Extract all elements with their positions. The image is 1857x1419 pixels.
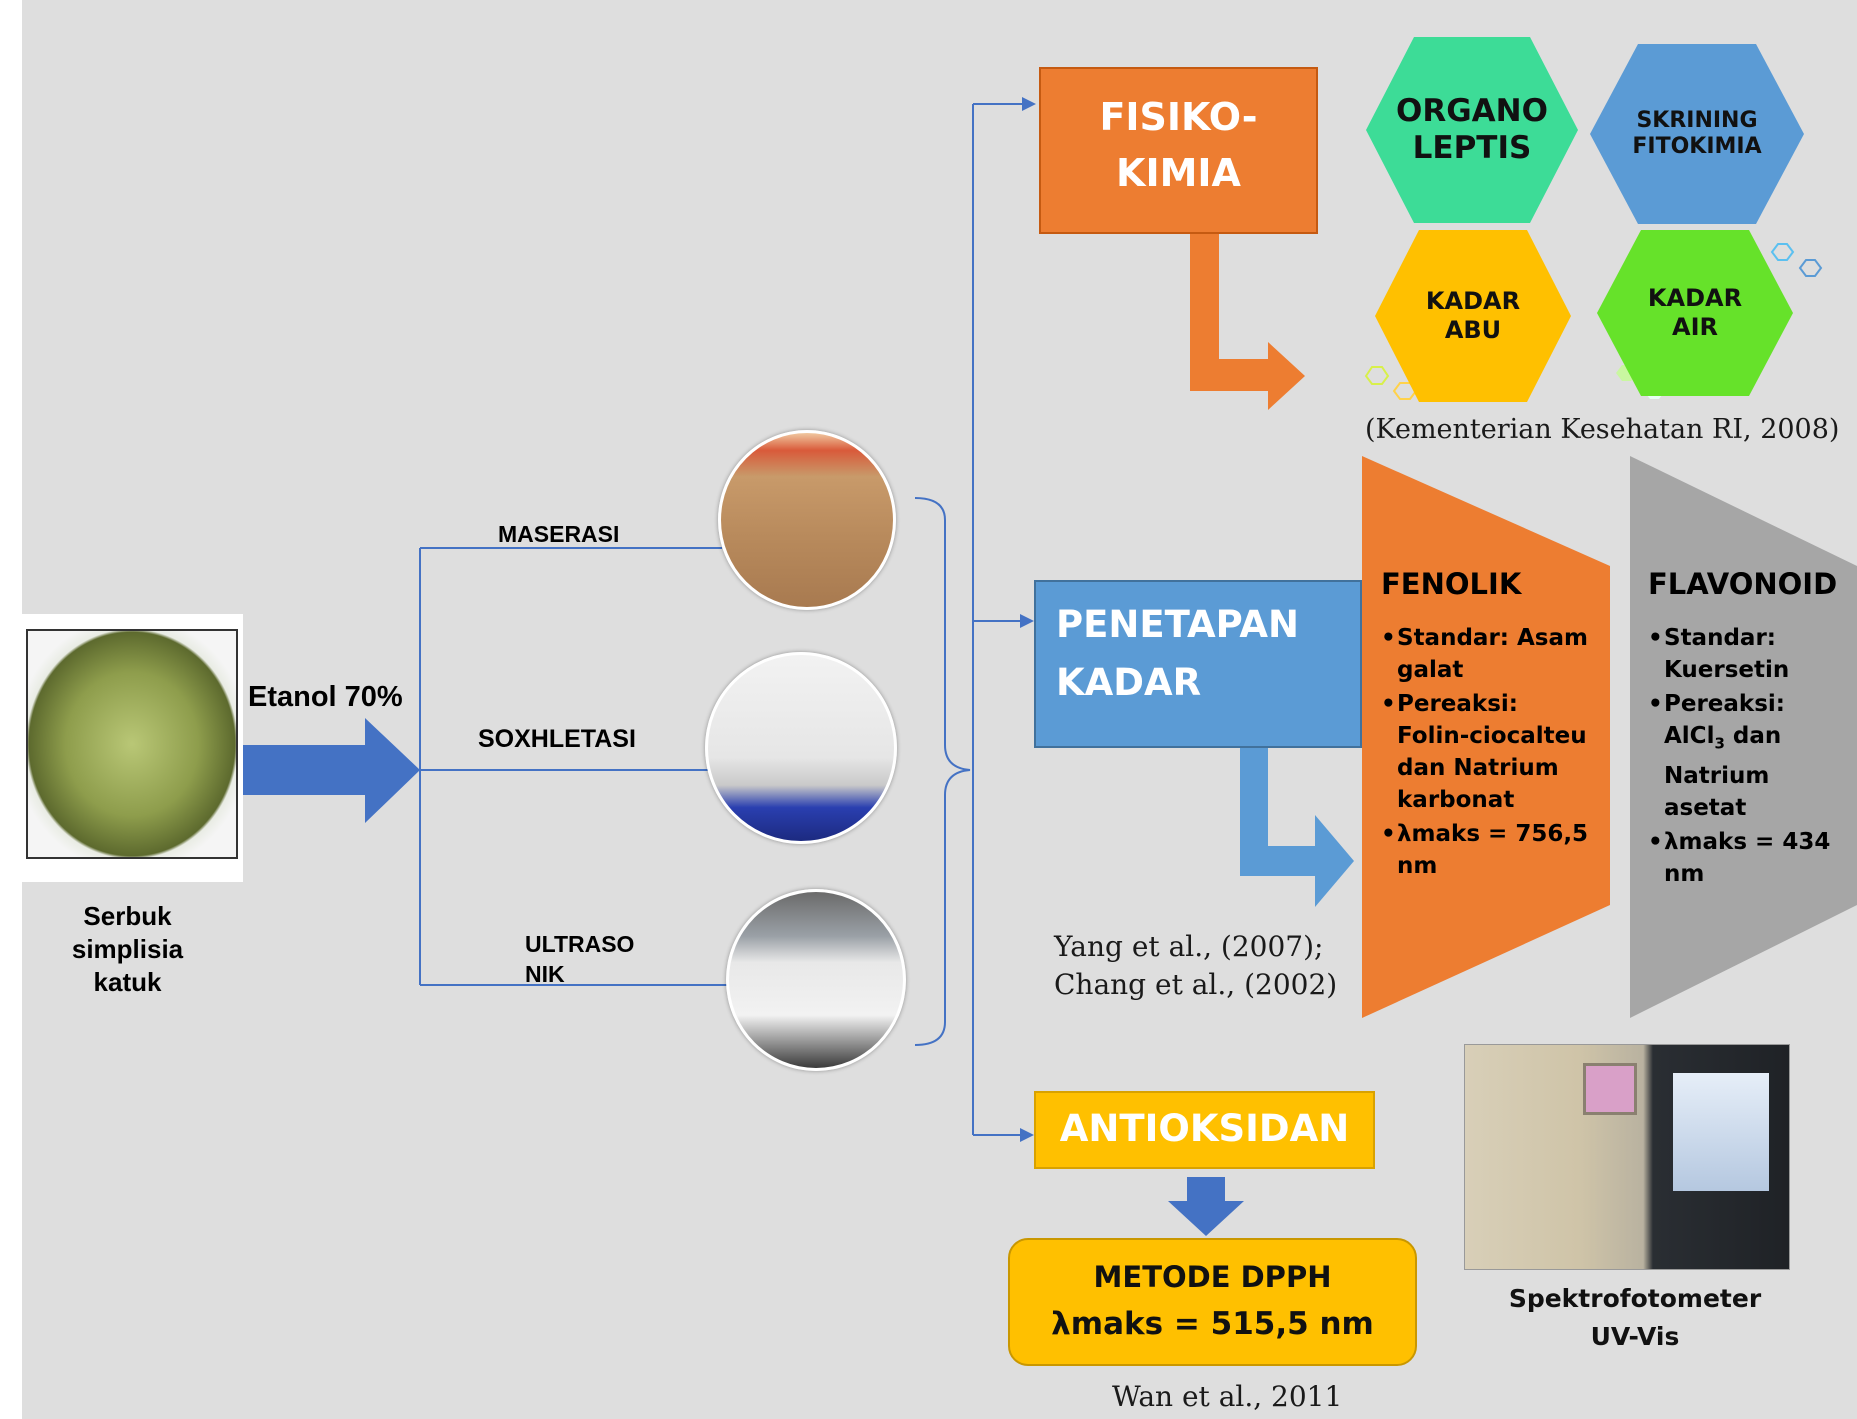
solvent-label: Etanol 70%	[248, 681, 403, 713]
deco-hex	[1798, 259, 1823, 277]
hex-organoleptis: ORGANO LEPTIS	[1366, 37, 1578, 223]
arrowhead-penetapan	[1020, 614, 1034, 628]
flavonoid-item: Pereaksi: AlCl3 dan Natrium asetat	[1648, 688, 1848, 824]
deco-hex	[1364, 366, 1390, 385]
sample-photo-frame	[22, 614, 243, 882]
penetapan-bent-arrow	[1240, 748, 1354, 907]
instrument-caption: Spektrofotometer UV-Vis	[1508, 1284, 1762, 1351]
penetapan-kadar-title: PENETAPAN KADAR	[1056, 603, 1299, 704]
spektrofotometer-photo	[1464, 1044, 1790, 1270]
metode-dpph-box: METODE DPPH λmaks = 515,5 nm	[1008, 1238, 1417, 1366]
arrowhead-antioksidan	[1020, 1128, 1034, 1142]
hex-kadar-air-label: KADAR AIR	[1647, 284, 1743, 341]
metode-dpph-title: METODE DPPH	[1093, 1260, 1332, 1294]
maserasi-photo	[718, 430, 896, 610]
fisikokimia-reference: (Kementerian Kesehatan RI, 2008)	[1365, 414, 1840, 445]
fenolik-item: λmaks = 756,5 nm	[1381, 818, 1596, 882]
instrument-display	[1583, 1063, 1637, 1115]
soxhletasi-photo	[705, 652, 897, 844]
sample-caption: Serbuk simplisia katuk	[71, 901, 184, 997]
hex-kadar-air: KADAR AIR	[1597, 230, 1793, 396]
sample-photo	[26, 629, 238, 859]
penetapan-reference: Yang et al., (2007); Chang et al., (2002…	[1054, 930, 1338, 1001]
fenolik-item: Standar: Asam galat	[1381, 622, 1596, 686]
flavonoid-item: Standar: Kuersetin	[1648, 622, 1848, 686]
method-label-ultrasonik: ULTRASO NIK	[525, 931, 635, 987]
hex-skrining-label: SKRINING FITOKIMIA	[1632, 107, 1762, 159]
arrowhead-fisikokimia	[1022, 97, 1036, 111]
fenolik-title: FENOLIK	[1381, 567, 1522, 601]
grouping-brace	[914, 497, 971, 1046]
antioksidan-reference: Wan et al., 2011	[1112, 1380, 1343, 1413]
antioksidan-box: ANTIOKSIDAN	[1034, 1091, 1375, 1169]
fisikokimia-bent-arrow	[1190, 233, 1305, 410]
hex-organoleptis-label: ORGANO LEPTIS	[1396, 92, 1548, 166]
hex-skrining-fitokimia: SKRINING FITOKIMIA	[1590, 44, 1804, 224]
fenolik-list: Standar: Asam galat Pereaksi: Folin-cioc…	[1381, 622, 1596, 884]
monitor-screen	[1673, 1073, 1769, 1191]
solvent-arrow	[243, 718, 420, 823]
flavonoid-title: FLAVONOID	[1648, 567, 1838, 601]
antioksidan-title: ANTIOKSIDAN	[1059, 1107, 1350, 1150]
hex-kadar-abu-label: KADAR ABU	[1425, 287, 1521, 344]
ultrasonik-photo	[726, 889, 906, 1071]
flavonoid-list: Standar: Kuersetin Pereaksi: AlCl3 dan N…	[1648, 622, 1848, 892]
fisikokimia-title: FISIKO- KIMIA	[1099, 95, 1258, 195]
method-label-soxhletasi: SOXHLETASI	[478, 725, 636, 753]
fenolik-item: Pereaksi: Folin-ciocalteu dan Natrium ka…	[1381, 688, 1596, 816]
metode-dpph-lambda: λmaks = 515,5 nm	[1051, 1306, 1374, 1342]
fisikokimia-box: FISIKO- KIMIA	[1039, 67, 1318, 234]
hex-kadar-abu: KADAR ABU	[1375, 230, 1571, 402]
deco-hex	[1770, 243, 1795, 261]
flavonoid-item: λmaks = 434 nm	[1648, 826, 1848, 890]
method-label-maserasi: MASERASI	[498, 521, 620, 547]
antioksidan-down-arrow	[1168, 1177, 1244, 1236]
penetapan-kadar-box: PENETAPAN KADAR	[1034, 580, 1362, 748]
